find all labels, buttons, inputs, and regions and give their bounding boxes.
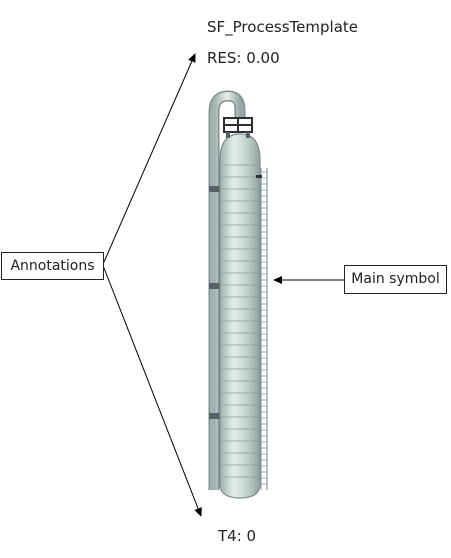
tray-lines xyxy=(221,164,259,478)
annotations-callout: Annotations xyxy=(1,252,104,280)
arrow-to-top-annotations xyxy=(103,53,196,263)
res-value-label: RES: 0.00 xyxy=(207,49,280,67)
column-vessel xyxy=(219,133,261,499)
main-symbol-callout: Main symbol xyxy=(344,265,447,294)
arrow-to-bottom-annotation xyxy=(103,267,202,517)
t4-value-label: T4: 0 xyxy=(218,527,257,545)
symbol-name-label: SF_ProcessTemplate xyxy=(207,18,358,36)
ladder xyxy=(256,168,268,490)
top-platform xyxy=(223,117,253,138)
overhead-pipe xyxy=(208,90,246,490)
